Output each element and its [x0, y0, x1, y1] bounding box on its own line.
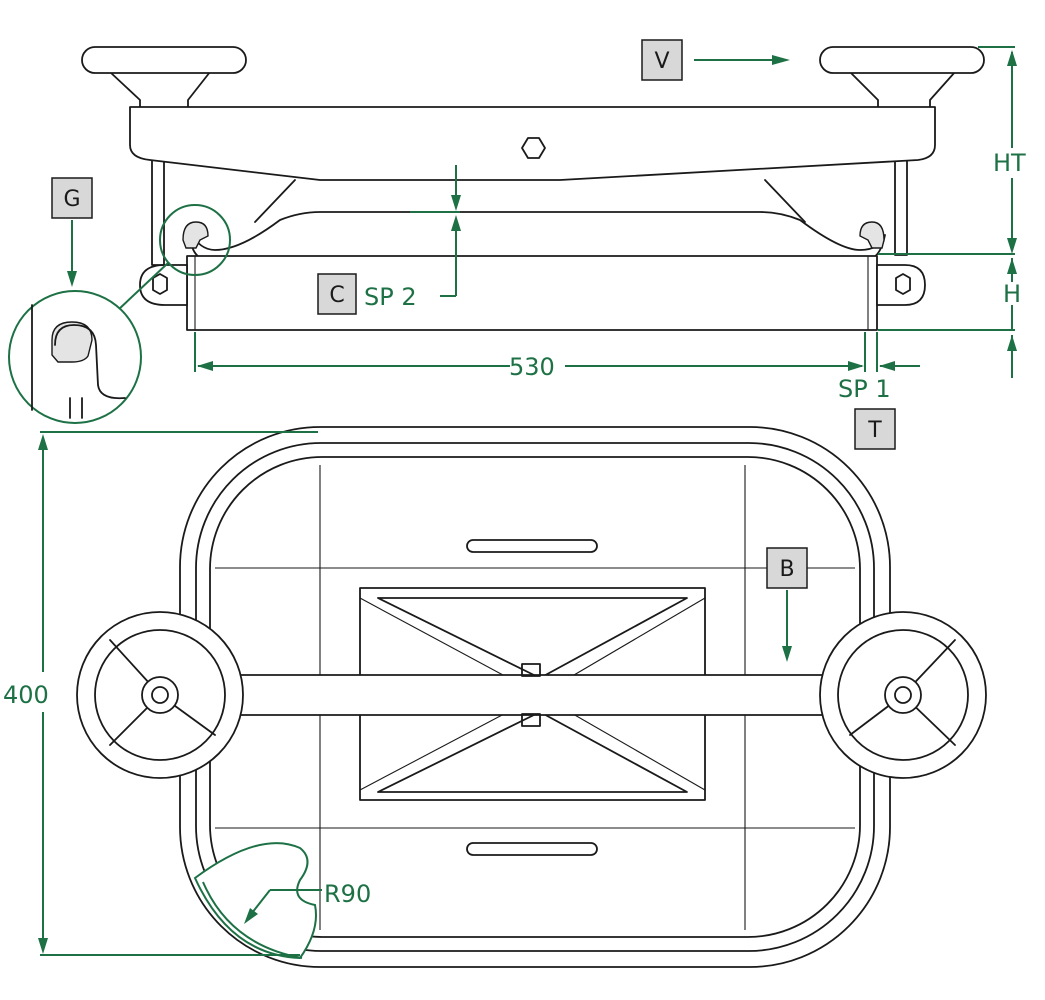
label-t: T	[867, 418, 882, 443]
bottom-slot	[466, 842, 598, 856]
right-lug	[876, 264, 926, 306]
label-box-b	[766, 547, 808, 589]
left-lug	[139, 264, 188, 306]
top-crossbar	[129, 674, 941, 716]
top-slot	[466, 539, 598, 553]
top-view	[76, 426, 987, 968]
right-handwheel-rim	[819, 46, 985, 74]
dim-h: H	[1003, 280, 1021, 308]
dim-sp2: SP 2	[364, 283, 417, 311]
left-handwheel-hub	[109, 71, 211, 111]
right-handwheel-top	[819, 611, 987, 779]
cover-lid	[189, 211, 886, 263]
right-post	[894, 159, 908, 256]
detail-marker-circle	[159, 204, 231, 276]
dim-ht: HT	[993, 149, 1026, 177]
yoke-bar	[129, 106, 936, 181]
dim-r90: R90	[324, 880, 371, 908]
cutaway-section	[193, 842, 317, 960]
label-boxes: V G C T B	[51, 39, 896, 589]
label-v: V	[654, 49, 669, 74]
label-g: G	[63, 187, 80, 212]
dimensions	[38, 46, 1017, 956]
left-gasket	[182, 221, 209, 249]
yoke-nut	[521, 137, 546, 159]
label-c: C	[329, 283, 344, 308]
dim-sp1: SP 1	[838, 375, 891, 403]
dimension-labels: HT H 530 SP 1 SP 2 400 R90	[3, 149, 1026, 908]
label-b: B	[779, 557, 794, 582]
detail-g-zoom	[8, 290, 142, 424]
label-box-v	[641, 39, 683, 81]
right-gasket	[859, 221, 885, 249]
dim-400: 400	[3, 681, 49, 709]
left-handwheel-rim	[81, 46, 247, 74]
cover-slope	[254, 179, 806, 223]
right-handwheel-hub	[849, 71, 956, 111]
side-view	[81, 46, 985, 331]
dim-530: 530	[509, 353, 555, 381]
label-box-c	[317, 273, 357, 315]
left-handwheel-top	[76, 611, 244, 779]
label-box-t	[854, 408, 896, 450]
label-box-g	[51, 177, 93, 219]
frame-collar	[186, 255, 878, 331]
